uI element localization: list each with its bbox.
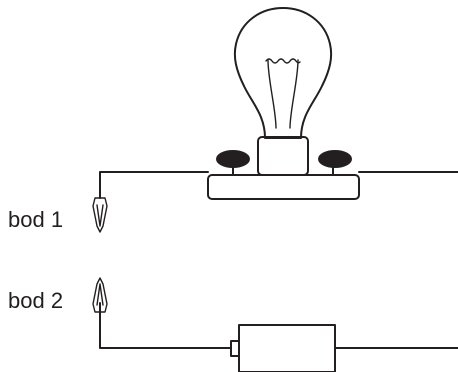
clip-1-inner (96, 204, 104, 227)
bulb-filament (265, 58, 301, 64)
crocodile-clip-icon (92, 277, 108, 313)
light-bulb-icon (233, 7, 333, 176)
battery-icon (230, 324, 336, 372)
wire-left-to-point-1 (99, 171, 209, 199)
terminal-screw-left (216, 150, 250, 168)
point-2-label: bod 2 (8, 288, 64, 313)
wire-point-2-to-battery (99, 302, 232, 349)
wires (99, 171, 458, 349)
bulb-right-lead (289, 59, 299, 129)
battery-terminal (230, 340, 240, 357)
crocodile-clip-icon (92, 197, 108, 233)
socket-base (207, 174, 360, 200)
bulb-neck (257, 136, 309, 176)
clip-1-outer (92, 197, 108, 233)
bulb-socket-base (207, 150, 360, 200)
clip-2-inner (96, 283, 104, 306)
bulb-glass (233, 7, 333, 139)
point-1-label: bod 1 (8, 207, 64, 232)
battery-body (238, 324, 336, 372)
bulb-left-lead (267, 59, 277, 129)
clip-2-outer (92, 277, 108, 313)
terminal-screw-right (318, 150, 352, 168)
